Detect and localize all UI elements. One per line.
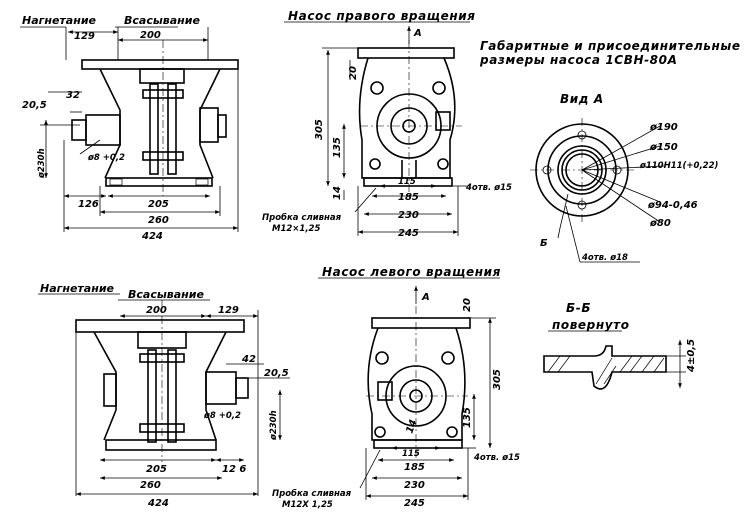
discharge-label-left: Нагнетание: [40, 282, 115, 295]
dim-260-left: 260: [140, 480, 161, 491]
dim-20: 20: [348, 66, 359, 80]
dim-d94: ø94-0,46: [647, 200, 698, 211]
dim-20-5-left: 20,5: [264, 368, 289, 379]
side-view-right-rotation: Насос правого вращения A 20: [262, 9, 512, 239]
front-view-left-rotation: Нагнетание Всасывание 200 129 42 20,5 ø8…: [38, 282, 290, 509]
dim-230h: ø230h: [37, 148, 47, 179]
caption-line-1: Габаритные и присоединительные: [480, 39, 741, 53]
dim-230-left: 230: [404, 480, 425, 491]
dim-d150: ø150: [649, 142, 678, 153]
dim-20-left: 20: [462, 298, 473, 312]
section-mark-b: Б: [540, 238, 548, 249]
dim-260: 260: [148, 215, 169, 226]
dim-d8-left: ø8 +0,2: [203, 411, 241, 421]
dim-200: 200: [140, 30, 161, 41]
dim-205-left: 205: [146, 464, 167, 475]
right-rotation-title: Насос правого вращения: [288, 9, 476, 23]
dim-d8: ø8 +0,2: [87, 153, 125, 163]
view-a-title: Вид А: [560, 92, 604, 106]
dim-126: 126: [78, 199, 99, 210]
arrow-a-left: A: [421, 292, 430, 303]
dim-305-left: 305: [492, 369, 503, 390]
drain-plug-label-left: Пробка сливная: [272, 488, 352, 499]
dim-d110: ø110Н11(+0,22): [639, 161, 719, 171]
dim-185: 185: [398, 192, 419, 203]
caption: Габаритные и присоединительные размеры н…: [479, 39, 741, 67]
dim-424: 424: [141, 231, 163, 242]
dim-135-left: 135: [462, 407, 473, 428]
dim-thickness: 4±0,5: [686, 339, 697, 373]
dim-14-left: 14: [404, 418, 419, 435]
dim-305: 305: [314, 119, 325, 140]
view-a: Вид А ø190 ø150 ø110Н11(+0,22) ø94-0,46 …: [530, 92, 719, 263]
dim-115: 115: [398, 177, 416, 187]
dim-424-left: 424: [147, 498, 169, 509]
drain-plug-label: Пробка сливная: [262, 212, 342, 223]
holes-d18: 4отв. ø18: [581, 253, 628, 263]
dim-230: 230: [398, 210, 419, 221]
dim-230h-left: ø230h: [269, 410, 279, 441]
dim-42: 42: [241, 354, 256, 365]
drain-thread-label: M12×1,25: [272, 224, 320, 234]
dim-185-left: 185: [404, 462, 425, 473]
side-view-left-rotation: Насос левого вращения A 20 305 135 14 11…: [272, 265, 520, 510]
dim-129-left: 129: [218, 305, 239, 316]
section-title: Б-Б: [566, 301, 591, 315]
dim-115-left: 115: [402, 449, 420, 459]
dim-200-left: 200: [146, 305, 167, 316]
dim-d190: ø190: [649, 122, 678, 133]
holes-label: 4отв. ø15: [465, 183, 512, 193]
dim-d80: ø80: [649, 218, 671, 229]
left-rotation-title: Насос левого вращения: [322, 265, 501, 279]
dim-245: 245: [398, 228, 419, 239]
dim-32: 32: [66, 90, 80, 101]
discharge-label: Нагнетание: [22, 14, 97, 27]
dim-205: 205: [148, 199, 169, 210]
front-view-right-rotation: Нагнетание Всасывание 129 200 20,5 32 ø2…: [20, 14, 239, 242]
section-b-b: Б-Б повернуто 4±0,5: [543, 301, 697, 390]
suction-label-left: Всасывание: [128, 288, 204, 301]
dim-129: 129: [74, 31, 95, 42]
dim-126-left: 12 6: [222, 464, 246, 475]
drain-thread-label-left: M12X 1,25: [282, 500, 333, 510]
suction-label: Всасывание: [124, 14, 200, 27]
holes-label-left: 4отв. ø15: [473, 453, 520, 463]
dim-135: 135: [332, 137, 343, 158]
dim-20-5: 20,5: [22, 100, 47, 111]
section-subtitle: повернуто: [552, 318, 630, 332]
caption-line-2: размеры насоса 1СВН-80А: [479, 53, 677, 67]
dim-245-left: 245: [404, 498, 425, 509]
dim-14: 14: [332, 186, 343, 200]
arrow-a: A: [413, 28, 422, 39]
